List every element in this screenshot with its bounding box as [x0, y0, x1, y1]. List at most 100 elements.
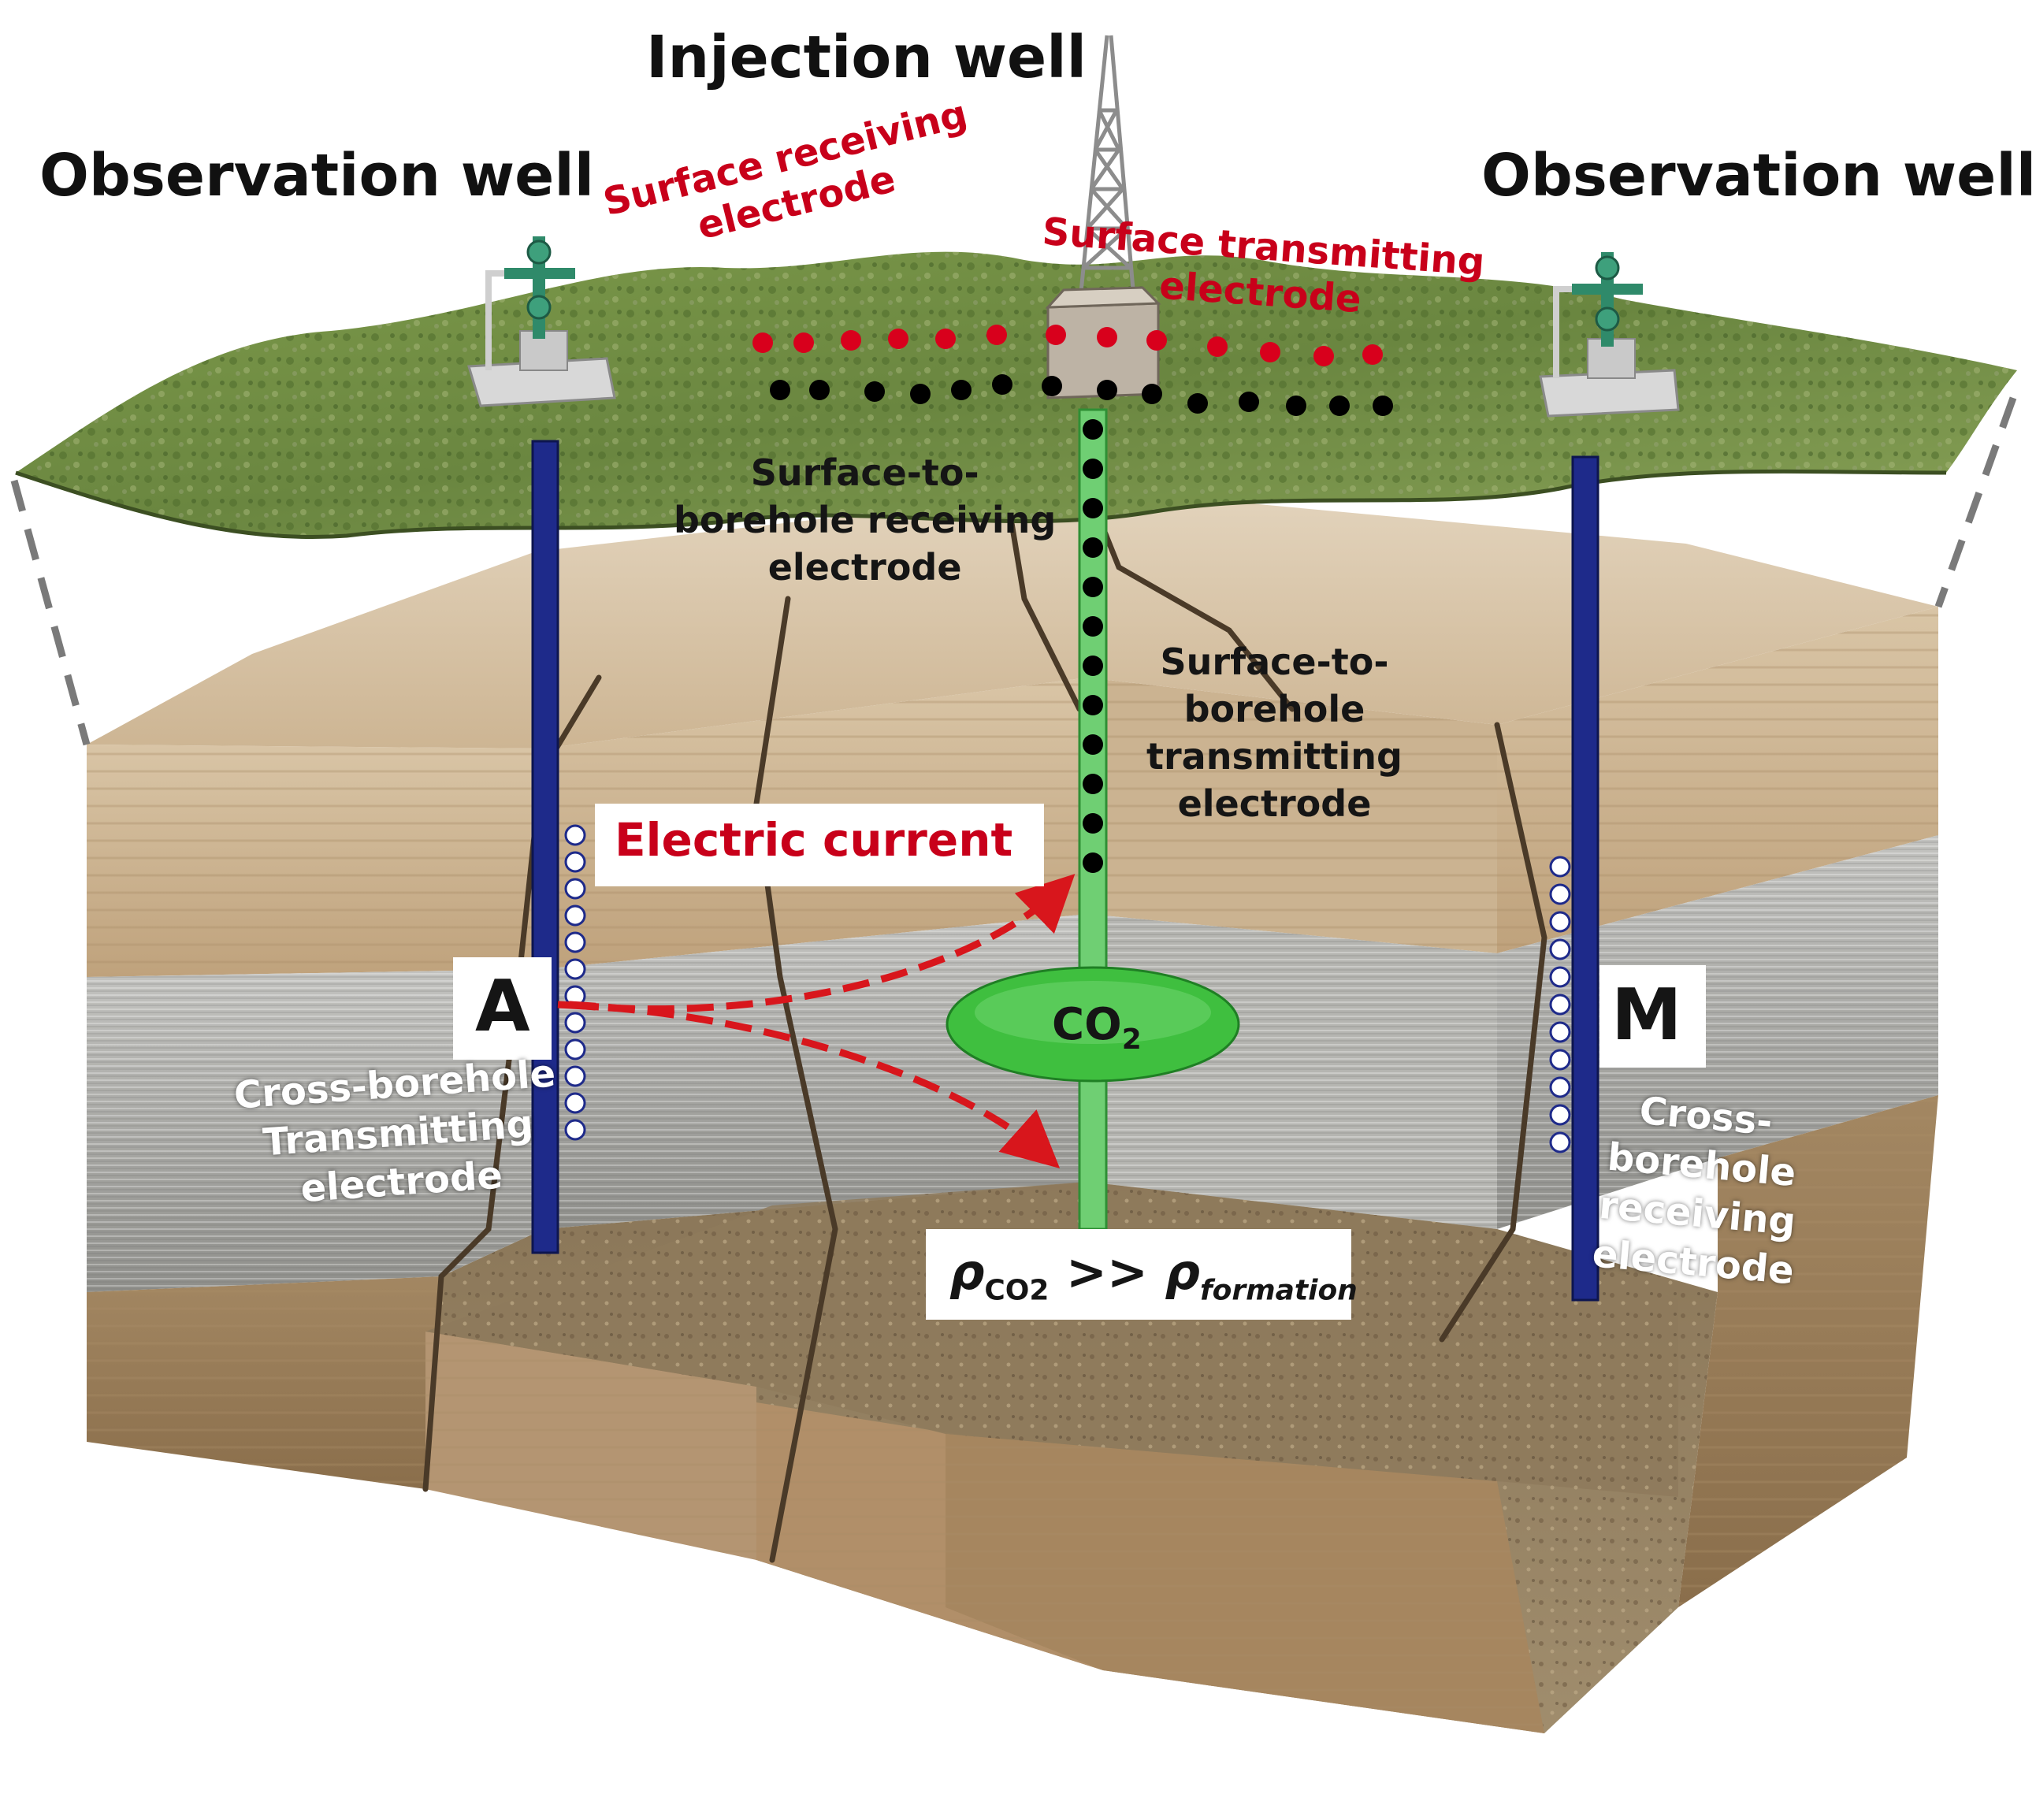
cross-borehole-receiving-electrode-5: [1549, 966, 1571, 988]
stb-transmitting-line3: transmitting: [1146, 735, 1403, 778]
stb-electrode-10: [1083, 774, 1103, 794]
stb-electrode-6: [1083, 616, 1103, 637]
cross-borehole-receiving-electrode-11: [1549, 1131, 1571, 1153]
surface-receiving-electrode-12: [1313, 346, 1334, 366]
surface-receiving-electrode-10: [1207, 336, 1228, 357]
stb-electrode-9: [1083, 734, 1103, 755]
cross-borehole-transmitting-electrode-4: [564, 904, 586, 927]
stb-transmitting-label: Surface-to- borehole transmitting electr…: [1146, 638, 1403, 827]
cross-borehole-transmitting-electrode-8: [564, 1012, 586, 1034]
stb-electrode-2: [1083, 459, 1103, 479]
cb-transmitting-label: Cross-borehole Transmitting electrode: [232, 1049, 564, 1217]
electric-current-box: [595, 804, 1044, 886]
stb-receiving-line3: electrode: [767, 546, 962, 589]
left-observation-well-casing: [531, 440, 559, 1254]
injection-well-title: Injection well: [646, 24, 1087, 91]
cross-borehole-transmitting-electrode-3: [564, 878, 586, 900]
drilling-derrick: [1077, 35, 1137, 308]
cross-borehole-transmitting-electrode-2: [564, 851, 586, 873]
cross-borehole-receiving-electrode-8: [1549, 1049, 1571, 1071]
injection-well-pipe-lower: [1078, 1070, 1108, 1231]
stb-electrode-7: [1083, 656, 1103, 676]
cross-borehole-receiving-electrode-7: [1549, 1021, 1571, 1043]
cross-borehole-receiving-electrode-6: [1549, 994, 1571, 1016]
stb-electrode-11: [1083, 813, 1103, 834]
cross-borehole-receiving-electrode-4: [1549, 938, 1571, 960]
right-wellhead: [1539, 252, 1680, 418]
surface-receiving-electrode-11: [1260, 342, 1280, 362]
stb-transmitting-line1: Surface-to-: [1160, 641, 1389, 683]
left-wellhead: [467, 236, 616, 407]
current-arrow-lower: [568, 1001, 1061, 1168]
stb-electrode-5: [1083, 577, 1103, 597]
surface-transmitting-electrode-8: [1097, 380, 1117, 400]
stb-receiving-line2: borehole receiving: [674, 499, 1057, 541]
surface-receiving-electrode-4: [888, 329, 908, 349]
rho-symbol-co2: ρ: [949, 1243, 985, 1301]
co2-label: CO2: [1052, 999, 1142, 1056]
surface-transmitting-electrode-14: [1373, 396, 1393, 416]
surface-transmitting-electrode-3: [864, 381, 885, 402]
cross-borehole-receiving-electrode-2: [1549, 883, 1571, 905]
surface-transmitting-electrodes: [770, 374, 1393, 416]
surface-transmitting-electrode-7: [1042, 376, 1062, 396]
cross-borehole-receiving-electrode-1: [1549, 856, 1571, 878]
stb-electrode-3: [1083, 498, 1103, 518]
right-observation-well-casing: [1571, 455, 1599, 1302]
stb-electrode-8: [1083, 695, 1103, 715]
surface-transmitting-electrode-5: [951, 380, 972, 400]
surface-transmitting-electrode-9: [1142, 384, 1162, 404]
point-m-label: M: [1611, 974, 1682, 1057]
current-source-line: [557, 1001, 600, 1011]
point-m-box: [1599, 965, 1706, 1068]
resistivity-relation: ρCO2 >> ρformation: [949, 1243, 1358, 1306]
cross-borehole-transmitting-electrodes: [564, 824, 586, 1141]
surface-receiving-electrode-7: [1046, 325, 1066, 345]
observation-well-left-title: Observation well: [39, 142, 595, 210]
stb-electrode-4: [1083, 537, 1103, 558]
surface-receiving-electrode-6: [986, 325, 1007, 345]
electric-current-label: Electric current: [615, 813, 1013, 867]
fault-cracks: [422, 485, 1547, 1563]
point-a-label: A: [475, 965, 530, 1048]
surface-receiving-electrode-1: [752, 332, 773, 353]
derrick-base: [1045, 286, 1161, 399]
cross-borehole-receiving-electrode-3: [1549, 911, 1571, 933]
stb-receiving-line1: Surface-to-: [750, 451, 979, 494]
surface-transmitting-electrode-6: [992, 374, 1012, 395]
surface-receiving-electrode-8: [1097, 327, 1117, 347]
surface-transmitting-electrode-2: [809, 380, 830, 400]
co2-subscript: 2: [1121, 1023, 1142, 1057]
surface-transmitting-electrode-12: [1286, 396, 1306, 416]
surface-to-borehole-electrodes: [1083, 419, 1103, 873]
stb-electrode-1: [1083, 419, 1103, 440]
stb-electrode-12: [1083, 852, 1103, 873]
cross-borehole-transmitting-electrode-12: [564, 1119, 586, 1141]
surface-transmitting-electrode-11: [1239, 392, 1259, 412]
surface-receiving-electrode-2: [793, 332, 814, 353]
surface-receiving-electrode-5: [935, 329, 956, 349]
surface-transmitting-electrode-10: [1187, 393, 1208, 414]
observation-well-right-title: Observation well: [1481, 142, 2036, 210]
cross-borehole-transmitting-electrode-1: [564, 824, 586, 846]
co2-main: CO: [1052, 999, 1122, 1050]
surface-transmitting-electrode-1: [770, 380, 790, 400]
cross-borehole-receiving-electrode-9: [1549, 1076, 1571, 1098]
surface-receiving-electrode-13: [1362, 344, 1383, 365]
injection-well-pipe: [1078, 408, 1108, 979]
rho-symbol-formation: ρ: [1165, 1243, 1200, 1301]
stb-receiving-label: Surface-to- borehole receiving electrode: [674, 449, 1056, 591]
resistivity-box: [926, 1229, 1351, 1320]
rho-relation: >>: [1049, 1243, 1165, 1301]
electric-current-arrows: [568, 874, 1076, 1168]
cross-borehole-transmitting-electrode-9: [564, 1038, 586, 1060]
surface-receiving-electrodes: [752, 325, 1383, 366]
stb-transmitting-line4: electrode: [1177, 782, 1372, 825]
cross-borehole-transmitting-electrode-6: [564, 958, 586, 980]
cross-borehole-receiving-electrode-10: [1549, 1104, 1571, 1126]
surface-transmitting-electrode-4: [910, 384, 931, 404]
stb-transmitting-line2: borehole: [1183, 688, 1365, 730]
cb-receiving-label: Cross- borehole receiving electrode: [1590, 1083, 1808, 1295]
point-a-box: [453, 957, 552, 1060]
